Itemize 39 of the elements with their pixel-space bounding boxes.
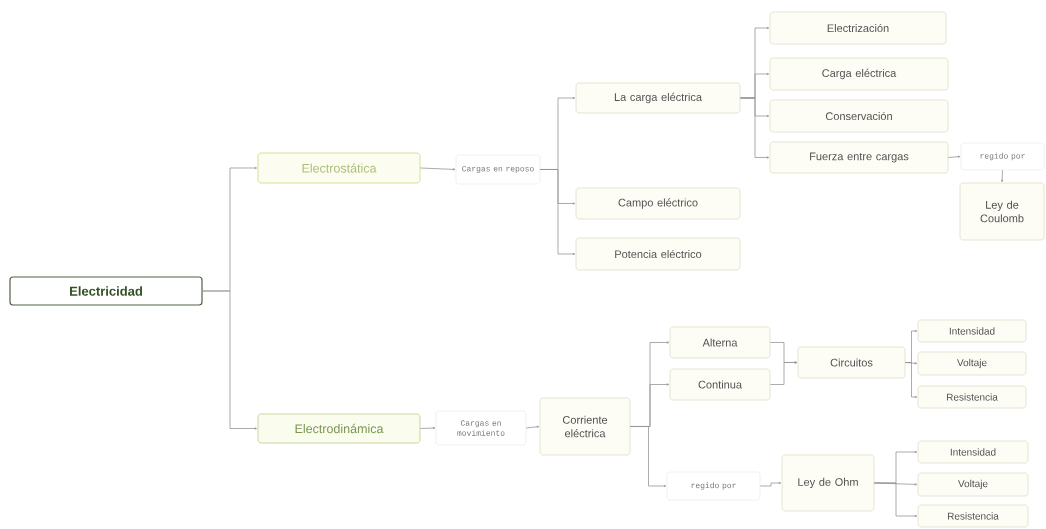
arrow <box>525 425 540 429</box>
concept-box: Resistencia <box>917 504 1029 528</box>
concept-box: Electrización <box>769 11 947 45</box>
arrow <box>1001 169 1004 183</box>
concept-box: Alterna <box>669 326 771 359</box>
concept-box: La carga eléctrica <box>575 82 741 114</box>
arrow <box>539 169 576 256</box>
concept-box: Carga eléctrica <box>769 57 949 91</box>
concept-box: Ley de Coulomb <box>959 182 1045 241</box>
arrow <box>420 426 436 430</box>
arrow <box>770 361 798 385</box>
note-box: Cargas en reposo <box>455 154 541 185</box>
arrow <box>905 362 918 399</box>
arrow <box>759 481 782 487</box>
concept-box: Fuerza entre cargas <box>769 141 949 174</box>
concept-box: Potencia eléctrico <box>575 237 741 271</box>
topic-box: Electrostática <box>257 152 421 184</box>
concept-box: Conservación <box>769 99 949 133</box>
arrow <box>948 155 961 158</box>
concept-box: Corriente eléctrica <box>539 397 631 456</box>
note-box: Cargas en movimiento <box>435 410 527 446</box>
concept-box: Intensidad <box>917 440 1029 464</box>
arrow <box>874 482 918 518</box>
concept-box: Voltaje <box>917 472 1029 497</box>
concept-box: Ley de Ohm <box>781 454 875 512</box>
concept-box: Intensidad <box>917 319 1027 343</box>
root-box: Electricidad <box>9 276 203 306</box>
note-box: regido por <box>666 471 761 501</box>
note-box: regido por <box>960 142 1045 171</box>
concept-box: Voltaje <box>917 351 1027 376</box>
concept-box: Circuitos <box>797 346 906 379</box>
concept-box: Continua <box>669 368 771 401</box>
arrow <box>420 167 456 171</box>
arrow <box>202 290 258 430</box>
arrow <box>740 97 770 159</box>
topic-box: Electrodinámica <box>257 413 421 444</box>
concept-box: Campo eléctrico <box>575 187 741 220</box>
arrow <box>630 426 667 488</box>
concept-box: Resistencia <box>917 385 1027 409</box>
